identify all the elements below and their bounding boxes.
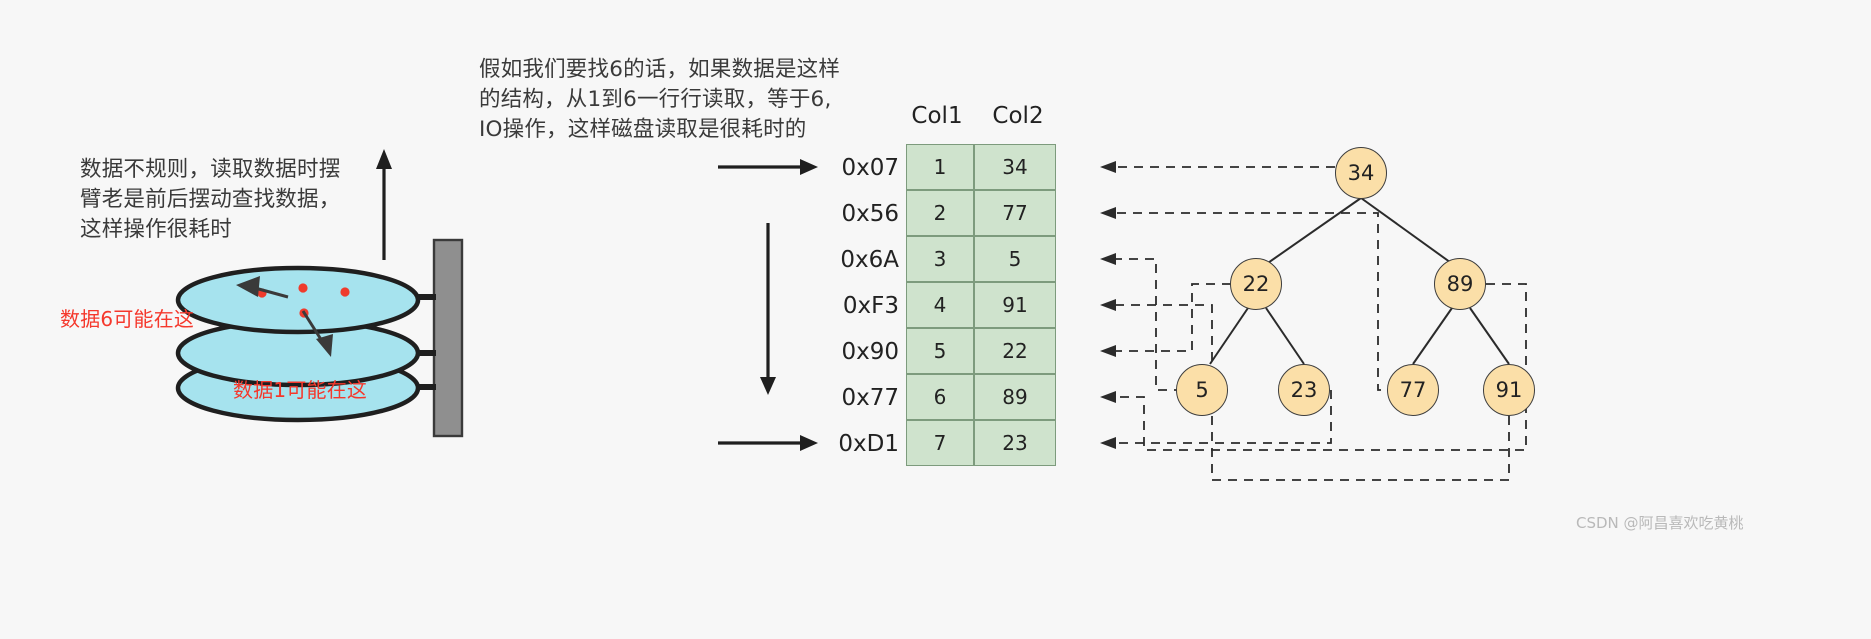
arrow-to-first-row-icon [718,159,818,175]
table-header-col1: Col1 [911,103,963,129]
sequential-scan-arrow-icon [760,223,776,395]
table-row: 89 [974,374,1056,420]
scan-arrows [718,159,818,451]
table-row: 23 [974,420,1056,466]
address-6: 0xD1 [838,431,899,457]
center-note: 假如我们要找6的话，如果数据是这样 的结构，从1到6一行行读取，等于6, IO操… [479,57,841,142]
disk-platter-top [175,265,421,335]
seek-arrow-down-icon [301,310,333,357]
address-2: 0x6A [840,247,899,273]
table-row: 22 [974,328,1056,374]
table-row: 91 [974,282,1056,328]
seek-arrow-up-icon [236,276,289,299]
disk-illustration [175,149,464,438]
tree-node-leaf-4: 91 [1483,364,1535,416]
up-arrow-icon [376,149,392,260]
table-row: 1 [906,144,974,190]
table-row: 5 [974,236,1056,282]
address-5: 0x77 [841,385,899,411]
data-dot [340,287,350,297]
tree-node-level2-left: 22 [1230,258,1282,310]
watermark: CSDN @阿昌喜欢吃黄桃 [1576,514,1744,532]
address-4: 0x90 [841,339,899,365]
tree-node-root: 34 [1335,147,1387,199]
table-header-col2: Col2 [992,103,1044,129]
address-0: 0x07 [841,155,899,181]
table-row: 4 [906,282,974,328]
table-row: 3 [906,236,974,282]
address-1: 0x56 [841,201,899,227]
left-note: 数据不规则，读取数据时摆 臂老是前后摆动查找数据， 这样操作很耗时 [80,157,341,242]
table-row: 2 [906,190,974,236]
tree-node-leaf-2: 23 [1278,364,1330,416]
btree-diagram [1100,161,1527,481]
table-row: 5 [906,328,974,374]
data-dot [298,283,308,293]
spindle-block [432,238,464,438]
table-row: 6 [906,374,974,420]
tree-node-leaf-1: 5 [1176,364,1228,416]
tree-node-level2-right: 89 [1434,258,1486,310]
arrow-to-last-row-icon [718,435,818,451]
address-3: 0xF3 [842,293,899,319]
table-row: 77 [974,190,1056,236]
table-row: 34 [974,144,1056,190]
disk-label-data1: 数据1可能在这 [233,378,368,402]
tree-node-leaf-3: 77 [1387,364,1439,416]
disk-label-data6: 数据6可能在这 [60,307,195,331]
table-row: 7 [906,420,974,466]
